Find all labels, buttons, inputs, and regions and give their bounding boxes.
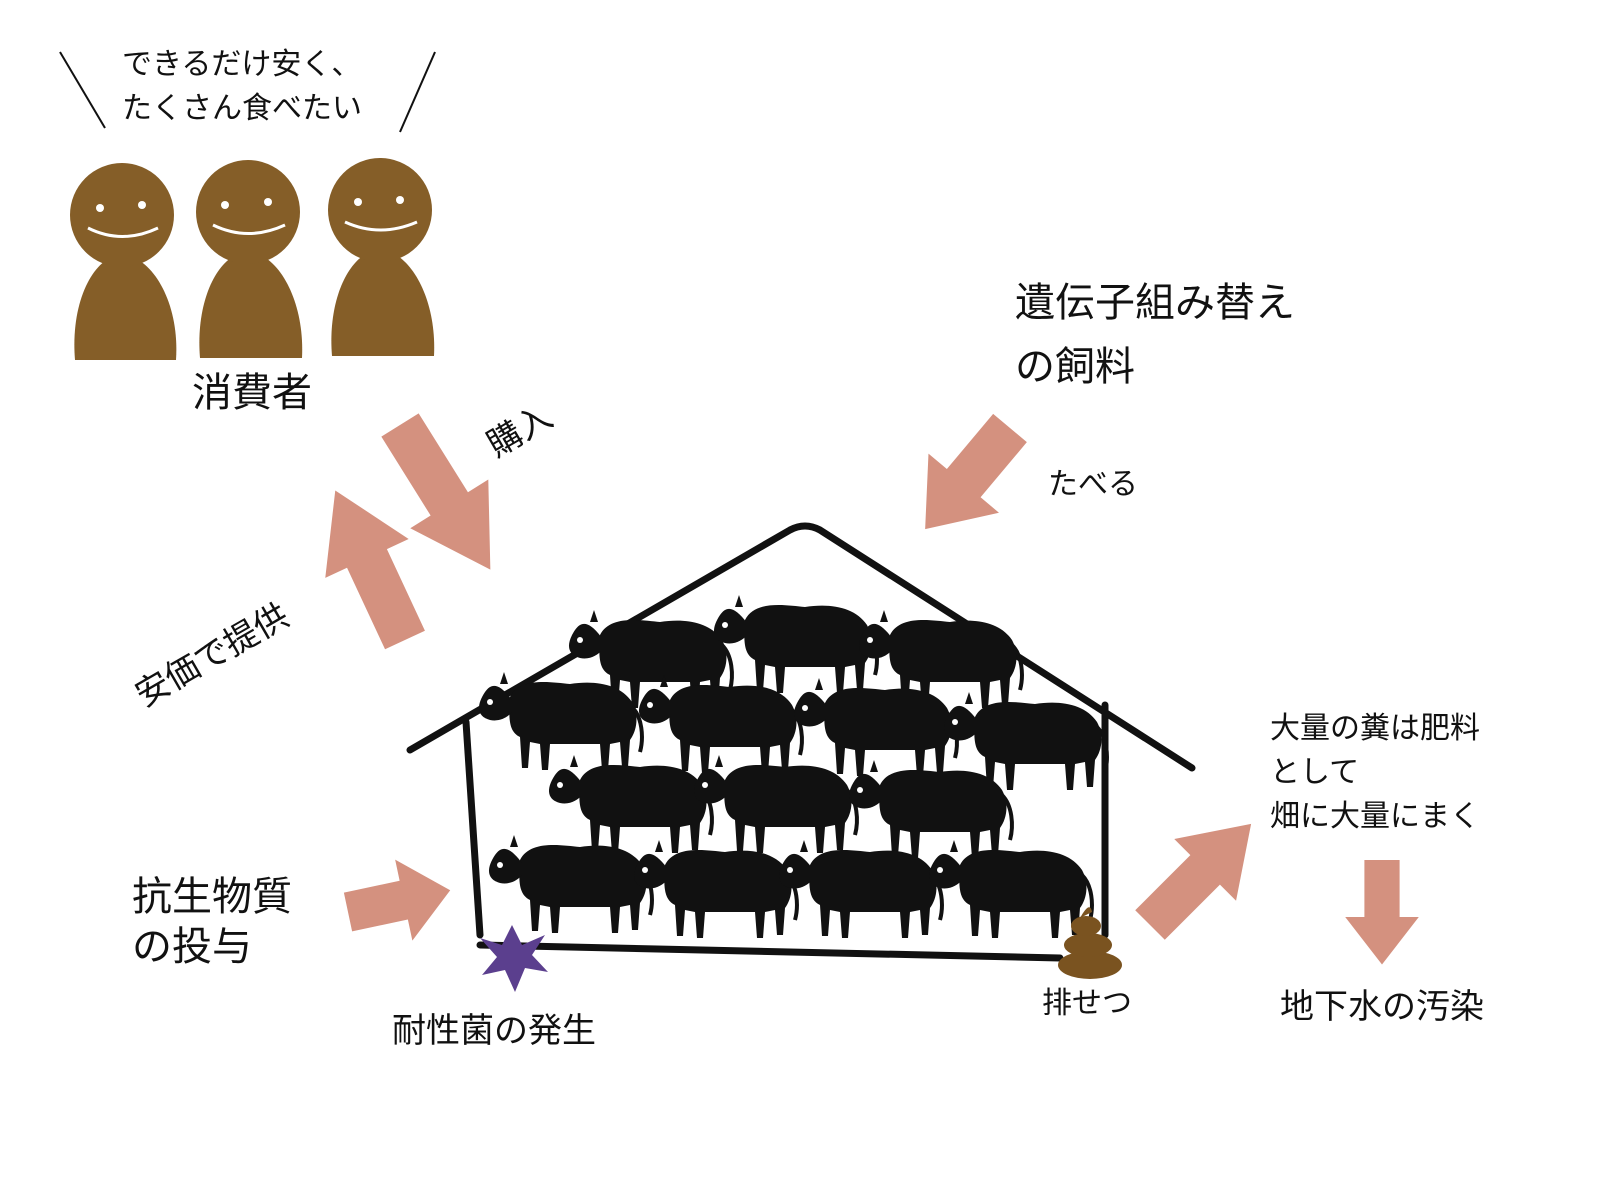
feed-arrow: [889, 398, 1046, 559]
manure-label-line-2: として: [1270, 755, 1360, 790]
excretion-label: 排せつ: [1042, 986, 1132, 1021]
cow-icon: [791, 676, 959, 778]
groundwater-arrow: [1345, 860, 1419, 965]
groundwater-label: 地下水の汚染: [1280, 987, 1484, 1027]
consumer-speech-line-1: できるだけ安く、: [122, 47, 362, 82]
consumer-figures: [70, 158, 435, 360]
cows: [476, 593, 1109, 940]
cow-icon: [691, 753, 859, 855]
person-icon: [328, 158, 435, 356]
consumer-speech-line-2: たくさん食べたい: [122, 91, 362, 126]
cow-icon: [711, 593, 879, 695]
resistant-bacteria-label: 耐性菌の発生: [392, 1011, 596, 1051]
eat-label: たべる: [1048, 467, 1138, 502]
person-icon: [70, 163, 177, 360]
consumer-label: 消費者: [192, 370, 312, 416]
cow-icon: [926, 838, 1094, 940]
excretion-arrow: [1119, 792, 1283, 956]
feed-label-line-2: の飼料: [1015, 344, 1135, 390]
poop-icon: [1058, 907, 1122, 979]
feed-label-line-1: 遺伝子組み替え: [1015, 280, 1295, 326]
antibiotic-arrow: [339, 849, 459, 953]
manure-label-line-1: 大量の糞は肥料: [1270, 711, 1480, 746]
bacteria-icon: [480, 925, 548, 992]
antibiotic-label-line-1: 抗生物質: [132, 874, 292, 920]
cow-icon: [631, 838, 799, 940]
cow-icon: [486, 833, 654, 935]
person-icon: [196, 160, 303, 358]
speech-lines: [59, 51, 436, 133]
antibiotic-label-line-2: の投与: [132, 924, 252, 970]
barn-outline: [406, 522, 1196, 962]
manure-label-line-3: 畑に大量にまく: [1270, 799, 1480, 834]
